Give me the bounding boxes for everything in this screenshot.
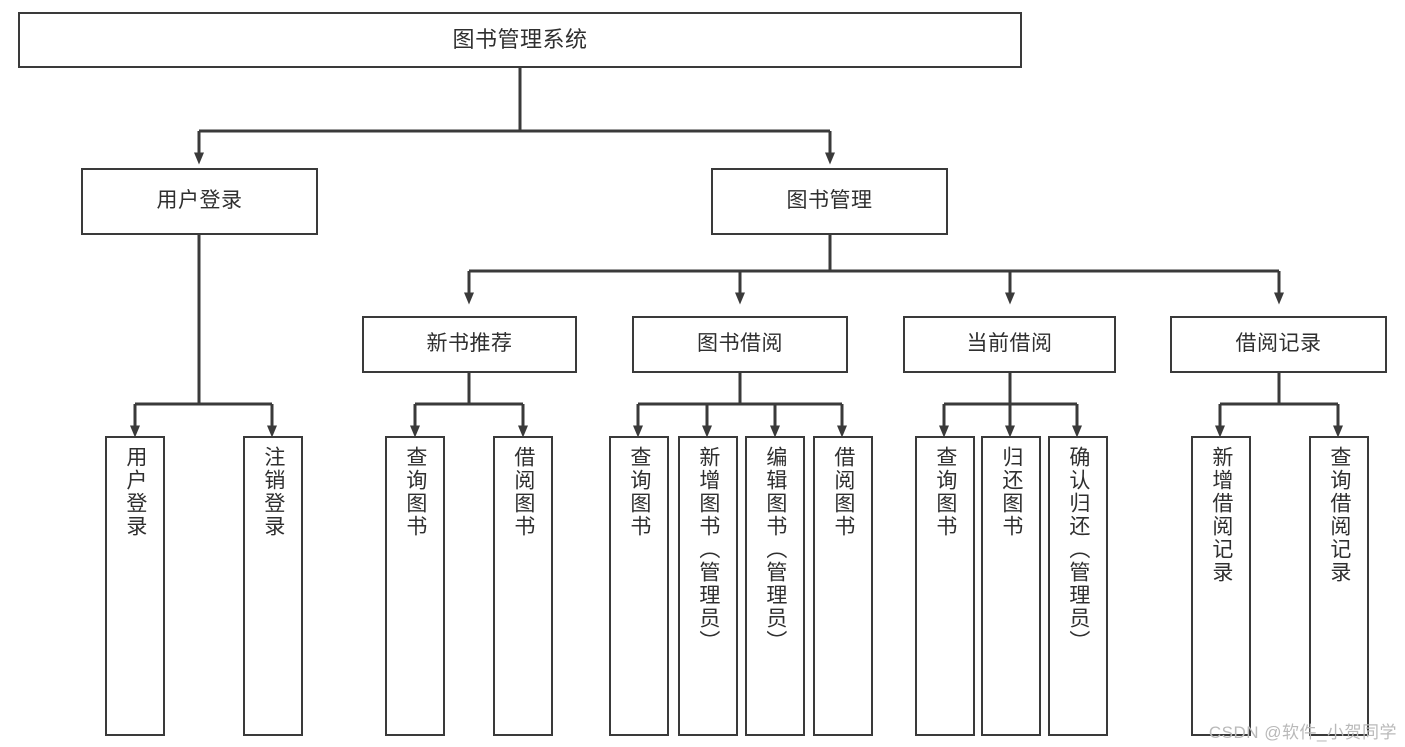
node-leaf-confirm-return[interactable]: 确认归还（管理员） — [1048, 436, 1108, 736]
node-book-manage[interactable]: 图书管理 — [711, 168, 948, 235]
node-book-manage-label: 图书管理 — [786, 189, 873, 213]
node-book-borrow-label: 图书借阅 — [697, 332, 783, 356]
node-leaf-borrow-book-2-label: 借阅图书 — [831, 446, 855, 538]
node-leaf-query-book-3-label: 查询图书 — [933, 446, 957, 538]
node-leaf-borrow-book-1-label: 借阅图书 — [511, 446, 535, 538]
node-leaf-edit-book-label: 编辑图书（管理员） — [763, 446, 787, 653]
node-leaf-add-record-label: 新增借阅记录 — [1209, 446, 1233, 584]
node-leaf-user-login[interactable]: 用户登录 — [105, 436, 165, 736]
node-leaf-borrow-book-1[interactable]: 借阅图书 — [493, 436, 553, 736]
node-book-borrow[interactable]: 图书借阅 — [632, 316, 848, 373]
node-leaf-query-record-label: 查询借阅记录 — [1327, 446, 1351, 584]
node-current-borrow-label: 当前借阅 — [966, 332, 1053, 356]
node-leaf-logout-login-label: 注销登录 — [261, 446, 285, 538]
node-current-borrow[interactable]: 当前借阅 — [903, 316, 1116, 373]
node-leaf-query-book-1-label: 查询图书 — [403, 446, 427, 538]
node-leaf-confirm-return-label: 确认归还（管理员） — [1066, 446, 1090, 653]
node-leaf-add-book[interactable]: 新增图书（管理员） — [678, 436, 738, 736]
node-leaf-query-book-2-label: 查询图书 — [627, 446, 651, 538]
node-new-book-recommend-label: 新书推荐 — [426, 332, 513, 356]
node-leaf-edit-book[interactable]: 编辑图书（管理员） — [745, 436, 805, 736]
node-leaf-borrow-book-2[interactable]: 借阅图书 — [813, 436, 873, 736]
node-borrow-record[interactable]: 借阅记录 — [1170, 316, 1387, 373]
node-leaf-return-book-label: 归还图书 — [999, 446, 1023, 538]
node-leaf-query-record[interactable]: 查询借阅记录 — [1309, 436, 1369, 736]
node-leaf-logout-login[interactable]: 注销登录 — [243, 436, 303, 736]
node-leaf-add-book-label: 新增图书（管理员） — [696, 446, 720, 653]
node-leaf-query-book-3[interactable]: 查询图书 — [915, 436, 975, 736]
node-leaf-query-book-2[interactable]: 查询图书 — [609, 436, 669, 736]
node-leaf-query-book-1[interactable]: 查询图书 — [385, 436, 445, 736]
node-leaf-add-record[interactable]: 新增借阅记录 — [1191, 436, 1251, 736]
node-user-login-label: 用户登录 — [156, 189, 243, 213]
node-borrow-record-label: 借阅记录 — [1235, 332, 1322, 356]
node-root[interactable]: 图书管理系统 — [18, 12, 1022, 68]
node-leaf-return-book[interactable]: 归还图书 — [981, 436, 1041, 736]
csdn-watermark: CSDN @软件_小贺同学 — [1208, 723, 1397, 742]
node-new-book-recommend[interactable]: 新书推荐 — [362, 316, 577, 373]
node-user-login[interactable]: 用户登录 — [81, 168, 318, 235]
node-root-label: 图书管理系统 — [452, 27, 588, 53]
node-leaf-user-login-label: 用户登录 — [123, 446, 147, 538]
